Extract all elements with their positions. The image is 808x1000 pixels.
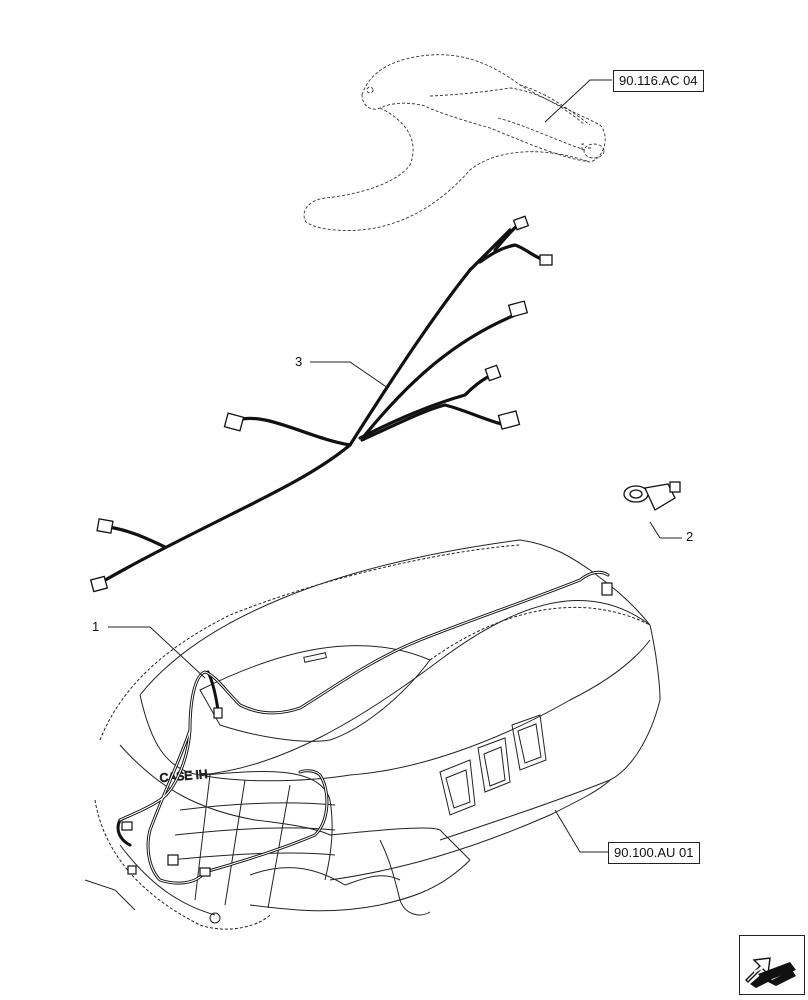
harness-connectors [89,215,553,593]
callout-item-2: 2 [686,529,694,544]
upper-shroud-part [303,54,606,231]
leader-lines [108,79,682,853]
callout-item-3: 3 [295,354,303,369]
wiring-harness-3 [98,223,547,585]
wiring-harness-1 [116,570,610,885]
wiring-harness-1-inner [119,571,609,884]
reference-box-bottom[interactable]: 90.100.AU 01 [608,842,700,864]
reference-box-top[interactable]: 90.116.AC 04 [613,70,704,92]
harness-1-connectors [121,582,613,877]
clip-part-2 [623,481,681,511]
arrow-icon [745,957,796,988]
svg-text:CASE IH: CASE IH [159,767,208,785]
hood-assembly: CASE IH [84,539,661,930]
navigation-arrow-button[interactable] [739,935,805,995]
callout-item-1: 1 [92,619,100,634]
